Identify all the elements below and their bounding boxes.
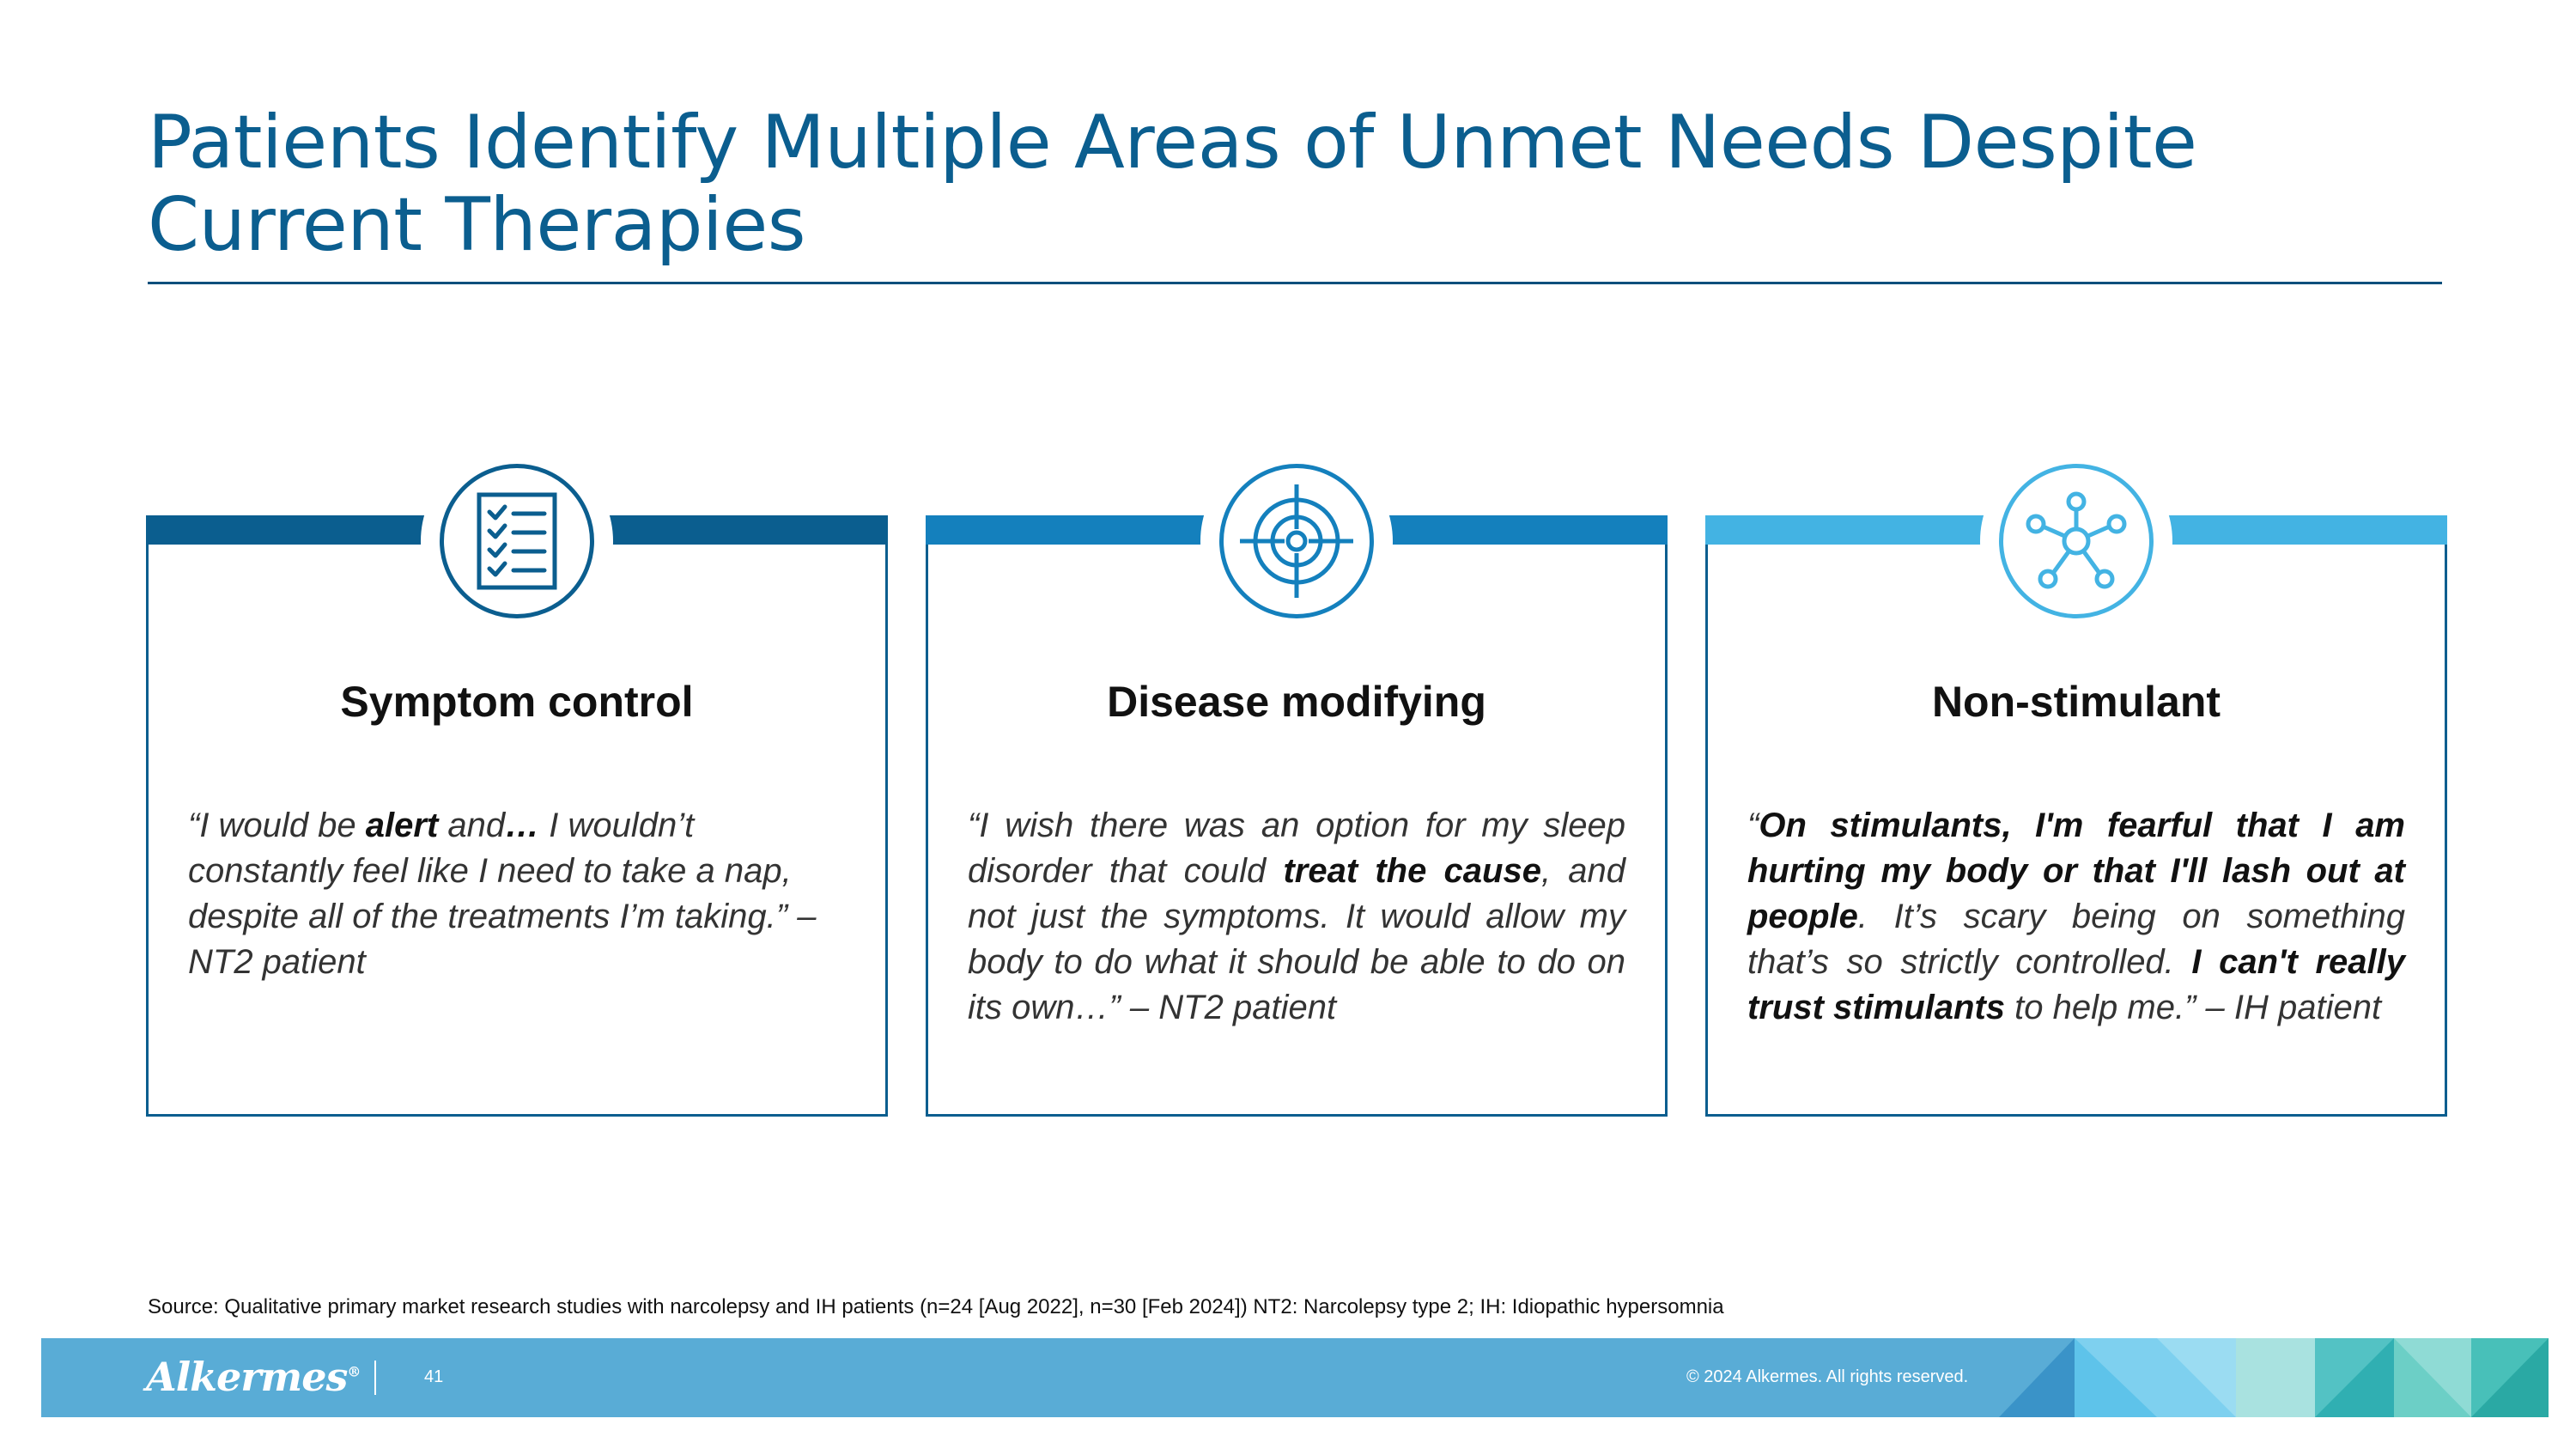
page-number: 41 (424, 1367, 444, 1386)
decorative-triangles (1999, 1338, 2549, 1417)
card-symptom-control: Symptom control “I would be alert and… I… (146, 445, 888, 1117)
card-heading: Non-stimulant (1931, 678, 2221, 726)
footer-divider (374, 1361, 376, 1395)
card-quote: “On stimulants, I'm fearful that I am hu… (1747, 807, 2405, 1026)
slide-title: Patients Identify Multiple Areas of Unme… (148, 100, 2197, 268)
card-heading: Disease modifying (1107, 678, 1486, 726)
title-divider (148, 282, 2442, 284)
card-quote: “I wish there was an option for my sleep… (968, 807, 1625, 1026)
alkermes-logo: Alkermes® (146, 1354, 361, 1400)
card-disease-modifying: Disease modifying “I wish there was an o… (926, 445, 1668, 1117)
card-heading: Symptom control (340, 678, 694, 726)
card-icon-badge (1200, 445, 1393, 637)
copyright-text: © 2024 Alkermes. All rights reserved. (1686, 1367, 1969, 1386)
target-icon (1240, 484, 1353, 598)
checklist-icon (477, 492, 557, 590)
card-icon-badge (421, 445, 613, 637)
card-non-stimulant: Non-stimulant “On stimulants, I'm fearfu… (1705, 445, 2447, 1117)
footer-bar: Alkermes® 41 © 2024 Alkermes. All rights… (41, 1338, 2549, 1417)
source-note: Source: Qualitative primary market resea… (148, 1295, 1724, 1318)
card-icon-badge (1980, 445, 2172, 637)
network-icon (2026, 491, 2127, 589)
card-quote: “I would be alert and… I wouldn’t consta… (188, 807, 817, 981)
